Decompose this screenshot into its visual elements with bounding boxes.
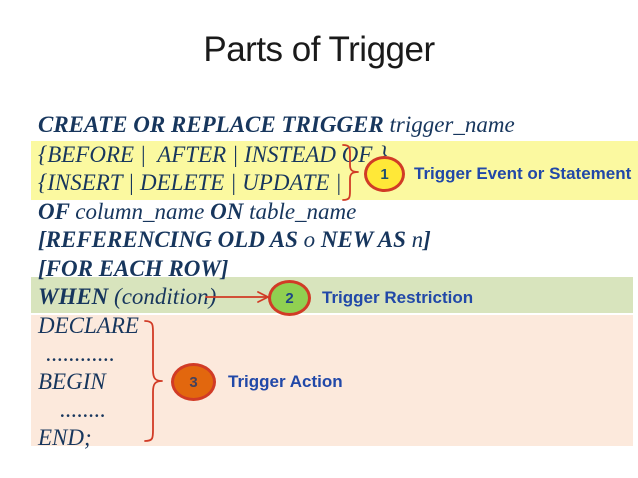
code-segment: table_name [249, 199, 357, 224]
code-segment: ] [423, 227, 431, 252]
code-line-12: END; [38, 425, 92, 451]
code-line-3: {INSERT | DELETE | UPDATE | [38, 170, 342, 196]
badge-3: 3 [171, 363, 216, 401]
page-title: Parts of Trigger [203, 30, 435, 69]
badge-1: 1 [364, 156, 405, 192]
code-segment: CREATE OR REPLACE TRIGGER [38, 112, 390, 137]
code-line-11: ........ [60, 397, 106, 423]
code-line-6: [FOR EACH ROW] [38, 256, 228, 282]
code-line-9: ............ [46, 341, 115, 367]
code-segment: DECLARE [38, 313, 139, 338]
code-segment: END; [38, 425, 92, 450]
badge-3-number: 3 [189, 373, 198, 391]
code-segment: {INSERT | DELETE | UPDATE | [38, 170, 342, 195]
code-line-7: WHEN (condition) [38, 284, 216, 310]
code-line-2: {BEFORE | AFTER | INSTEAD OF } [38, 142, 387, 168]
arrow-trigger-restriction-icon [205, 291, 269, 303]
highlight-trigger-restriction [31, 277, 633, 313]
code-line-10: BEGIN [38, 369, 106, 395]
code-line-4: OF column_name ON table_name [38, 199, 356, 225]
code-segment: [REFERENCING OLD AS [38, 227, 304, 252]
highlight-trigger-action [31, 315, 633, 446]
code-line-5: [REFERENCING OLD AS o NEW AS n] [38, 227, 431, 253]
badge-2-number: 2 [285, 289, 294, 307]
badge-1-number: 1 [380, 165, 389, 183]
label-trigger-event: Trigger Event or Statement [414, 164, 632, 183]
badge-2: 2 [268, 280, 311, 316]
code-segment: trigger_name [389, 112, 515, 137]
code-segment: {BEFORE | AFTER | INSTEAD OF } [38, 142, 388, 167]
brace-trigger-event-icon [342, 144, 359, 201]
label-trigger-action: Trigger Action [228, 372, 343, 391]
code-segment: NEW AS [315, 227, 412, 252]
label-trigger-restriction: Trigger Restriction [322, 288, 474, 307]
brace-trigger-action-icon [144, 320, 163, 442]
code-line-1: CREATE OR REPLACE TRIGGER trigger_name [38, 112, 515, 138]
code-segment: BEGIN [38, 369, 106, 394]
code-segment: ........ [60, 397, 106, 422]
code-segment: (condition) [114, 284, 217, 309]
code-line-8: DECLARE [38, 313, 139, 339]
code-segment: ON [210, 199, 250, 224]
code-segment: ............ [46, 341, 115, 366]
highlight-trigger-event [31, 141, 638, 200]
code-segment: column_name [75, 199, 211, 224]
code-segment: o [303, 227, 316, 252]
code-segment: [FOR EACH ROW] [38, 256, 229, 281]
code-segment: WHEN [38, 284, 115, 309]
code-segment: n [411, 227, 424, 252]
code-segment: OF [38, 199, 76, 224]
